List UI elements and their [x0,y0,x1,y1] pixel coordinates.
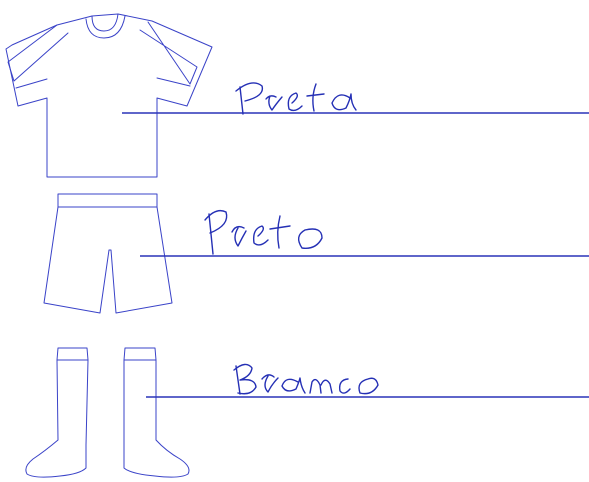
socks-drawing [26,348,189,477]
handwriting-shirt [236,83,356,114]
handwriting-shorts [205,211,322,254]
handwriting-socks [234,364,378,394]
shorts-drawing [44,194,172,313]
shirt-drawing [6,14,212,177]
